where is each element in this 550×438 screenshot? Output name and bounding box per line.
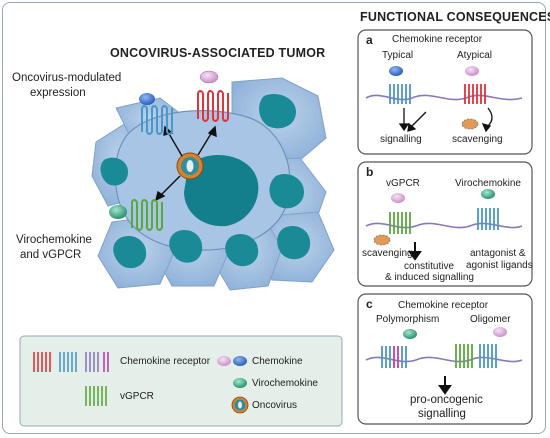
cell-nucleus: [259, 93, 296, 129]
panel-a-atypical: Atypical: [457, 50, 493, 61]
legend-chemokine-pink-icon: [217, 356, 231, 366]
panel-b-antagonist-line2: agonist ligands: [466, 260, 533, 271]
panel-c-graphics: [365, 327, 523, 395]
consequences-title: FUNCTIONAL CONSEQUENCES: [360, 10, 550, 24]
cell-nucleus: [225, 234, 259, 267]
panel-a-signalling: signalling: [380, 134, 422, 145]
chemokine-receptor-red: [197, 90, 229, 122]
panel-c-polymorphism: Polymorphism: [376, 314, 440, 325]
panel-b-antagonist-line1: antagonist &: [470, 248, 526, 259]
panel-b-graphics: [365, 189, 523, 261]
figure-border: [2, 2, 546, 434]
panel-c-pro-line2: signalling: [418, 408, 466, 420]
viro-label-line2: and vGPCR: [20, 249, 82, 261]
panel-b-scavenging: scavenging: [362, 248, 413, 259]
scavenged-chemokine: [461, 118, 479, 130]
virochemokine-icon: [109, 205, 127, 219]
chemokine-pink-icon: [391, 193, 405, 203]
tumor-title: ONCOVIRUS-ASSOCIATED TUMOR: [110, 46, 326, 60]
cell-nucleus: [277, 226, 311, 260]
cell-nucleus: [184, 154, 259, 227]
panel-a-letter: a: [366, 33, 373, 47]
virochemokine-icon: [403, 329, 417, 339]
panel-a-typical: Typical: [382, 50, 414, 61]
chemokine-blue-icon: [389, 66, 403, 76]
panel-c-pro-line1: pro-oncogenic: [410, 394, 483, 406]
panel-b-vgpcr: vGPCR: [386, 178, 420, 189]
panel-c-title: Chemokine receptor: [398, 300, 489, 311]
oncovirus-icon: [176, 152, 204, 180]
cell-nucleus: [169, 230, 203, 263]
legend-receptor-icons: [33, 352, 109, 372]
panel-a-graphics: [365, 66, 523, 133]
modulated-label-line1: Oncovirus-modulated: [12, 72, 122, 84]
scavenged-chemokine: [373, 234, 391, 246]
legend-virochemokine: Virochemokine: [252, 378, 318, 389]
cell-nucleus: [113, 236, 147, 269]
panel-a-box: [357, 29, 533, 155]
virochemokine-icon: [481, 189, 495, 199]
legend-box: [19, 335, 343, 427]
panel-a-scavenging: scavenging: [452, 134, 503, 145]
panel-b-constitutive-line2: & induced signalling: [385, 272, 474, 283]
vgpcr-green: [131, 199, 163, 231]
panel-c-letter: c: [366, 297, 373, 311]
panel-c-box: [357, 293, 533, 425]
legend-oncovirus: Oncovirus: [252, 400, 298, 411]
membrane-line: [365, 94, 523, 101]
legend-chemokine-blue-icon: [233, 356, 247, 366]
legend-chemokine: Chemokine: [252, 356, 303, 367]
cell-nucleus: [269, 173, 304, 209]
tumor-cell-cluster: [91, 70, 335, 291]
panel-a-title: Chemokine receptor: [392, 34, 483, 45]
chemokine-pink-icon: [493, 327, 507, 337]
panel-b-constitutive-line1: constitutive: [404, 261, 455, 272]
panel-c-oligomer: Oligomer: [470, 314, 511, 325]
cell-nucleus: [100, 157, 128, 186]
viro-label-line1: Virochemokine: [16, 234, 92, 246]
legend-graphics: [33, 352, 249, 414]
panel-b-box: [357, 161, 533, 287]
legend-virochemokine-icon: [233, 378, 247, 388]
panel-b-virochemokine: Virochemokine: [455, 178, 521, 189]
legend-chemokine-receptor: Chemokine receptor: [120, 356, 211, 367]
panel-b-letter: b: [366, 165, 374, 179]
chemokine-receptor-blue: [141, 105, 173, 135]
chemokine-pink-icon: [465, 66, 479, 76]
modulated-label-line2: expression: [30, 87, 86, 99]
legend-vgpcr: vGPCR: [120, 391, 154, 402]
chemokine-blue-icon: [139, 93, 155, 105]
legend-oncovirus-icon: [231, 396, 249, 414]
legend-vgpcr-icon: [85, 386, 107, 406]
chemokine-pink-icon: [199, 70, 219, 84]
